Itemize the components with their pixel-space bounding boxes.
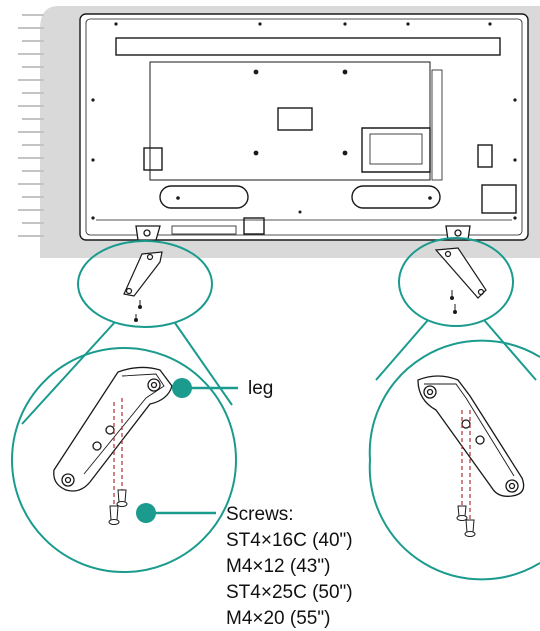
screws-spec-list: Screws: ST4×16C (40") M4×12 (43") ST4×25… bbox=[226, 504, 353, 629]
edge-hatching bbox=[18, 14, 44, 237]
leg-label: leg bbox=[248, 378, 273, 399]
screw-size-55: M4×20 (55") bbox=[226, 608, 330, 629]
screws-callout-pointer bbox=[136, 503, 216, 523]
screw-icon-left bbox=[108, 398, 128, 525]
screws-title: Screws: bbox=[226, 504, 294, 525]
magnifier-left bbox=[11, 321, 237, 573]
tv-leg-icon-large-left bbox=[53, 366, 173, 492]
tv-leg-icon-large-right bbox=[417, 375, 525, 497]
screw-size-50: ST4×25C (50") bbox=[226, 582, 353, 603]
detail-ellipse-right bbox=[398, 237, 514, 327]
tv-back-panel-icon bbox=[79, 13, 529, 241]
screw-size-43: M4×12 (43") bbox=[226, 556, 330, 577]
tv-leg-icon-small-left bbox=[123, 251, 163, 323]
leg-callout-pointer bbox=[172, 378, 238, 398]
magnifier-right bbox=[368, 319, 540, 581]
screw-size-40: ST4×16C (40") bbox=[226, 530, 353, 551]
tv-leg-icon-installed bbox=[135, 225, 471, 241]
tv-leg-icon-small-right bbox=[434, 247, 487, 315]
screw-icon-right bbox=[456, 410, 476, 537]
detail-ellipse-left bbox=[77, 240, 213, 328]
